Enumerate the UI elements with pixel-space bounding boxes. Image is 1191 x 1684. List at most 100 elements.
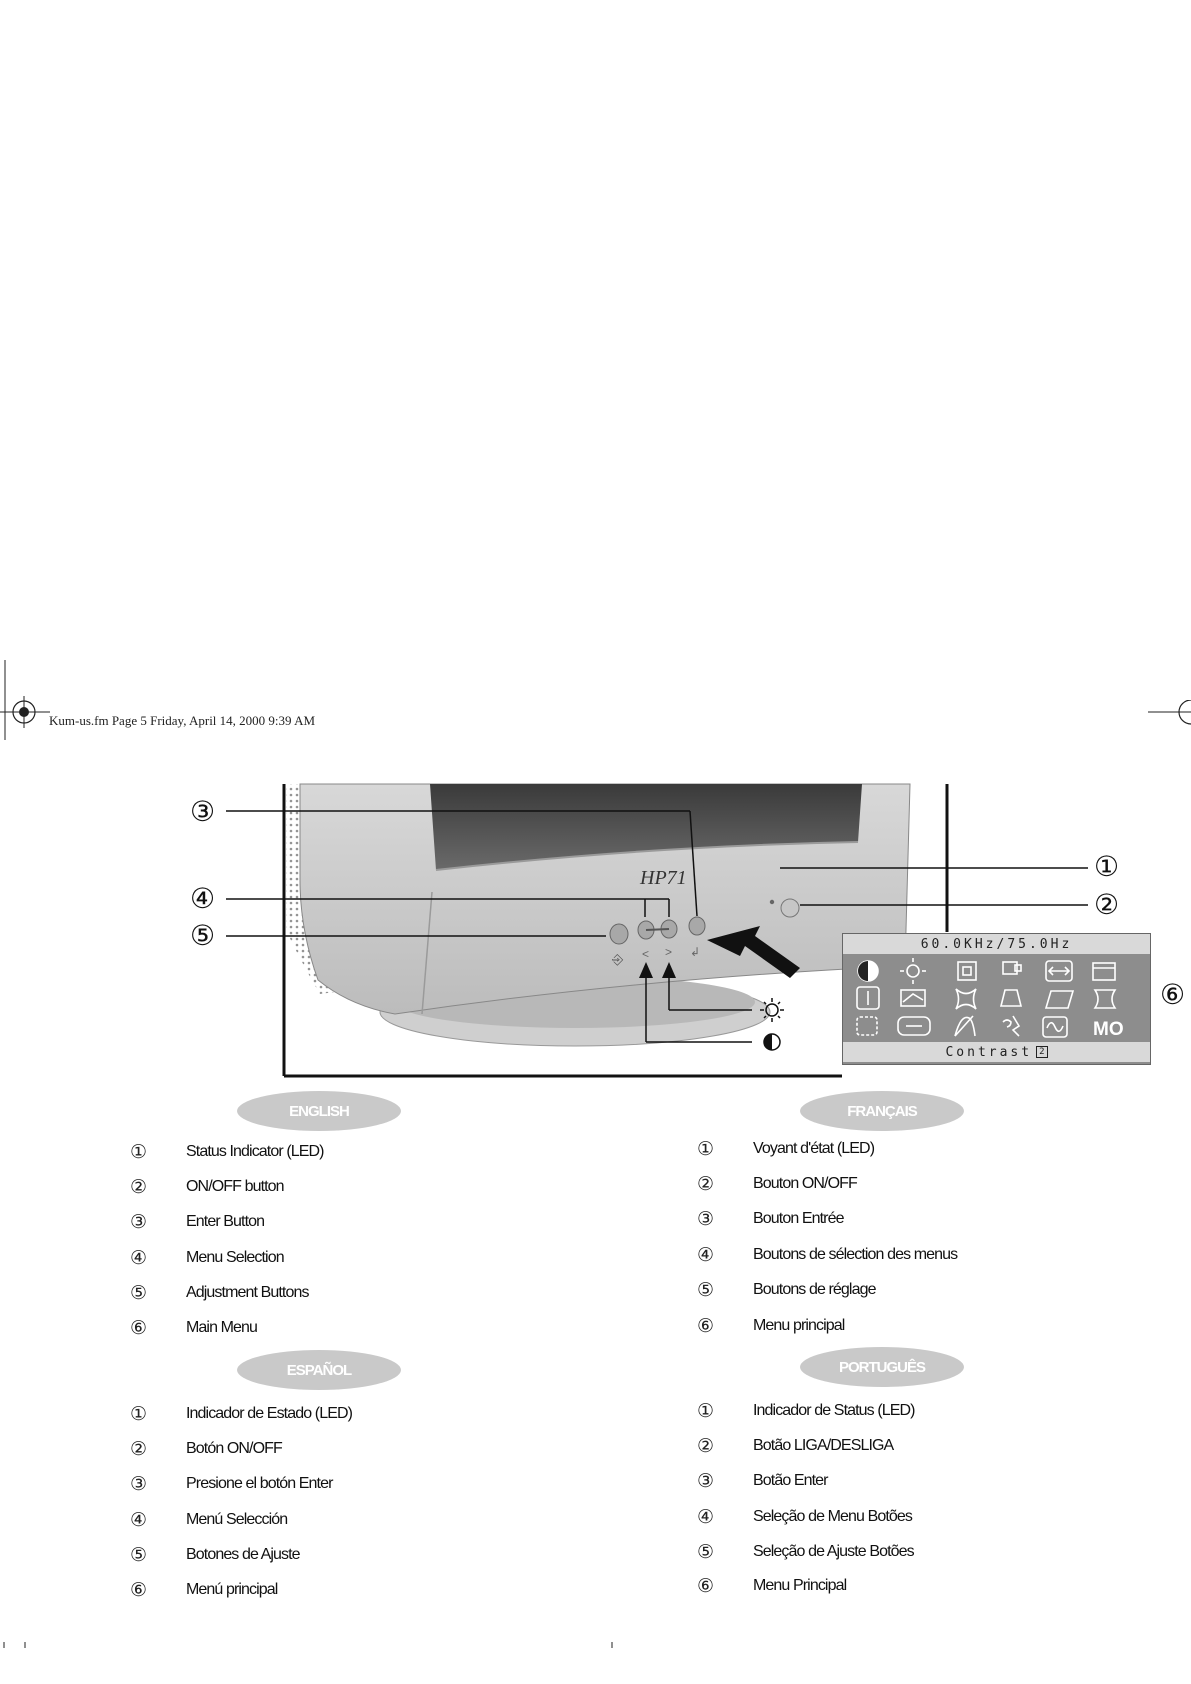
- callout-6: ⑥: [1160, 978, 1186, 1011]
- svg-text:↲: ↲: [690, 945, 700, 959]
- section-badge-english: ENGLISH: [237, 1091, 401, 1131]
- osd-contrast-icon: [857, 960, 879, 982]
- section-badge-francais: FRANÇAIS: [800, 1091, 964, 1131]
- item-number: ③: [130, 1473, 148, 1495]
- osd-help-icon: [1002, 1015, 1021, 1037]
- item-text: Status Indicator (LED): [186, 1143, 325, 1160]
- item-number: ⑥: [130, 1317, 148, 1339]
- item-number: ③: [697, 1470, 715, 1492]
- osd-parallelogram-icon: [1044, 990, 1075, 1009]
- item-number: ④: [697, 1244, 715, 1266]
- registration-mark-right: [1148, 700, 1191, 725]
- brightness-icon: [760, 998, 784, 1022]
- item-text: Adjustment Buttons: [186, 1284, 309, 1301]
- item-text: Main Menu: [186, 1319, 258, 1336]
- osd-window-icon: [1092, 962, 1116, 981]
- item-text: Botón ON/OFF: [186, 1440, 283, 1457]
- item-text: Botão LIGA/DESLIGA: [753, 1437, 894, 1454]
- svg-text:<: <: [642, 947, 649, 961]
- item-text: Boutons de réglage: [753, 1281, 876, 1298]
- crop-marks-bottom: [3, 1642, 613, 1648]
- item-number: ⑥: [130, 1579, 148, 1601]
- list-item: ④ Seleção de Menu Botões: [697, 1505, 913, 1529]
- item-text: Seleção de Menu Botões: [753, 1508, 913, 1525]
- svg-text:>: >: [665, 945, 672, 959]
- osd-hsize-icon: [1045, 960, 1073, 982]
- monitor-front-panel-figure: HP71 ⎆ < > ↲: [226, 783, 1088, 1078]
- item-number: ②: [697, 1173, 715, 1195]
- osd-tilt-icon: [900, 989, 926, 1007]
- item-number: ⑤: [130, 1544, 148, 1566]
- osd-icon-grid: MO: [856, 958, 1124, 1040]
- item-number: ①: [130, 1403, 148, 1425]
- item-text: Presione el botón Enter: [186, 1475, 333, 1492]
- list-item: ⑤ Adjustment Buttons: [130, 1281, 309, 1305]
- item-number: ①: [697, 1138, 715, 1160]
- item-text: Menu Principal: [753, 1577, 847, 1594]
- osd-vsize-icon: [856, 986, 880, 1010]
- item-number: ⑤: [697, 1541, 715, 1563]
- osd-trapezoid-icon: [999, 989, 1023, 1007]
- osd-pincushion-icon: [955, 988, 977, 1010]
- item-number: ③: [130, 1211, 148, 1233]
- item-number: ①: [130, 1141, 148, 1163]
- item-number: ⑤: [697, 1279, 715, 1301]
- list-item: ③ Enter Button: [130, 1210, 265, 1234]
- item-text: Menu principal: [753, 1317, 845, 1334]
- item-text: Botones de Ajuste: [186, 1546, 301, 1563]
- item-number: ②: [130, 1176, 148, 1198]
- item-text: Indicador de Estado (LED): [186, 1405, 353, 1422]
- osd-frequency: 60.0KHz/75.0Hz: [920, 936, 1073, 952]
- list-item: ① Voyant d'état (LED): [697, 1137, 875, 1161]
- list-item: ② Bouton ON/OFF: [697, 1172, 858, 1196]
- item-text: Indicador de Status (LED): [753, 1402, 916, 1419]
- item-text: Menú principal: [186, 1581, 278, 1598]
- item-number: ④: [130, 1247, 148, 1269]
- item-number: ⑥: [697, 1315, 715, 1337]
- osd-main-menu: 60.0KHz/75.0Hz MO Contrast: [842, 933, 1151, 1065]
- item-text: Menú Selección: [186, 1511, 288, 1528]
- list-item: ⑤ Seleção de Ajuste Botões: [697, 1540, 915, 1564]
- item-text: Boutons de sélection des menus: [753, 1246, 958, 1263]
- item-text: Bouton Entrée: [753, 1210, 845, 1227]
- item-text: Bouton ON/OFF: [753, 1175, 858, 1192]
- osd-pinbalance-icon: [1093, 989, 1117, 1009]
- osd-mo-label: MO: [1093, 1019, 1124, 1040]
- list-item: ④ Boutons de sélection des menus: [697, 1243, 958, 1267]
- osd-colorbalance-icon: [897, 1016, 931, 1036]
- item-number: ⑤: [130, 1282, 148, 1304]
- osd-zoom-icon: [957, 961, 977, 981]
- item-number: ⑥: [697, 1575, 715, 1597]
- list-item: ⑥ Menu principal: [697, 1314, 845, 1338]
- item-text: Enter Button: [186, 1213, 265, 1230]
- osd-brightness-icon: [900, 958, 926, 984]
- callout-1: ①: [1094, 850, 1120, 883]
- callout-3: ③: [190, 795, 216, 828]
- osd-curve-icon: [954, 1015, 976, 1037]
- file-info-header: Kum-us.fm Page 5 Friday, April 14, 2000 …: [49, 713, 316, 728]
- list-item: ⑤ Botones de Ajuste: [130, 1543, 301, 1567]
- svg-text:⎆: ⎆: [612, 951, 624, 967]
- list-item: ⑥ Main Menu: [130, 1316, 258, 1340]
- list-item: ① Indicador de Estado (LED): [130, 1402, 353, 1426]
- osd-degauss-icon: [856, 1016, 878, 1036]
- osd-status-label: Contrast: [945, 1044, 1033, 1060]
- callout-5: ⑤: [190, 919, 216, 952]
- item-text: Voyant d'état (LED): [753, 1140, 875, 1157]
- item-number: ④: [697, 1506, 715, 1528]
- item-text: Seleção de Ajuste Botões: [753, 1543, 915, 1560]
- item-number: ①: [697, 1400, 715, 1422]
- osd-wave-icon: [1042, 1016, 1068, 1038]
- contrast-icon: [763, 1033, 781, 1051]
- section-badge-portugues: PORTUGUÊS: [800, 1347, 964, 1387]
